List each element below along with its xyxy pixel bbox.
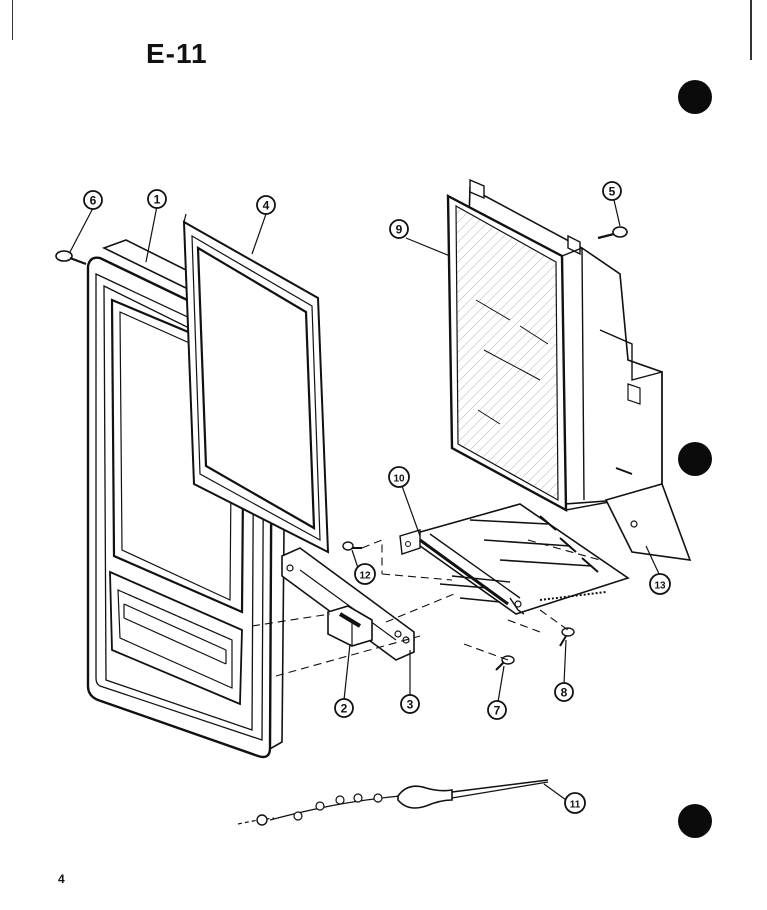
svg-text:8: 8 bbox=[561, 686, 568, 700]
binder-hole-middle bbox=[678, 442, 712, 476]
callout-1: 1 bbox=[147, 189, 167, 209]
callout-13: 13 bbox=[649, 573, 671, 595]
inner-door-panel-part bbox=[446, 178, 692, 561]
svg-text:13: 13 bbox=[654, 581, 666, 592]
scan-edge-mark-left bbox=[12, 0, 13, 40]
callout-7: 7 bbox=[487, 700, 507, 720]
svg-text:4: 4 bbox=[263, 199, 270, 213]
svg-text:10: 10 bbox=[393, 474, 405, 485]
page-number: 4 bbox=[58, 872, 65, 886]
screw-8-part bbox=[559, 627, 575, 647]
svg-text:5: 5 bbox=[609, 185, 616, 199]
assembly-guide-lines bbox=[251, 539, 601, 677]
callout-6: 6 bbox=[83, 190, 103, 210]
callout-8: 8 bbox=[554, 682, 574, 702]
binder-hole-top bbox=[678, 80, 712, 114]
svg-text:11: 11 bbox=[570, 800, 581, 811]
callout-11: 11 bbox=[564, 792, 586, 814]
svg-text:9: 9 bbox=[396, 223, 403, 237]
door-release-tool-part bbox=[237, 779, 549, 826]
callout-2: 2 bbox=[334, 698, 354, 718]
callout-leader-lines bbox=[69, 199, 661, 801]
switch-block-part bbox=[327, 605, 373, 647]
svg-text:2: 2 bbox=[341, 702, 348, 716]
svg-text:6: 6 bbox=[90, 194, 97, 208]
door-seal-panel-part bbox=[182, 213, 330, 554]
callout-5: 5 bbox=[602, 181, 622, 201]
callout-12: 12 bbox=[354, 563, 376, 585]
callout-4: 4 bbox=[256, 195, 276, 215]
screw-6-part bbox=[55, 250, 87, 266]
screw-7-part bbox=[495, 655, 515, 671]
svg-text:7: 7 bbox=[494, 704, 501, 718]
binder-hole-bottom bbox=[678, 804, 712, 838]
svg-text:3: 3 bbox=[407, 698, 414, 712]
callout-3: 3 bbox=[400, 694, 420, 714]
page-title: E-11 bbox=[146, 38, 208, 69]
screw-5-part bbox=[597, 226, 628, 240]
latch-plate-assembly-part bbox=[399, 503, 630, 615]
latch-bar-part bbox=[281, 547, 415, 661]
callout-10: 10 bbox=[388, 466, 410, 488]
screw-12-part bbox=[342, 541, 362, 551]
callout-9: 9 bbox=[389, 219, 409, 239]
svg-text:1: 1 bbox=[154, 193, 161, 207]
svg-text:12: 12 bbox=[359, 571, 371, 582]
scan-edge-mark bbox=[750, 0, 752, 60]
